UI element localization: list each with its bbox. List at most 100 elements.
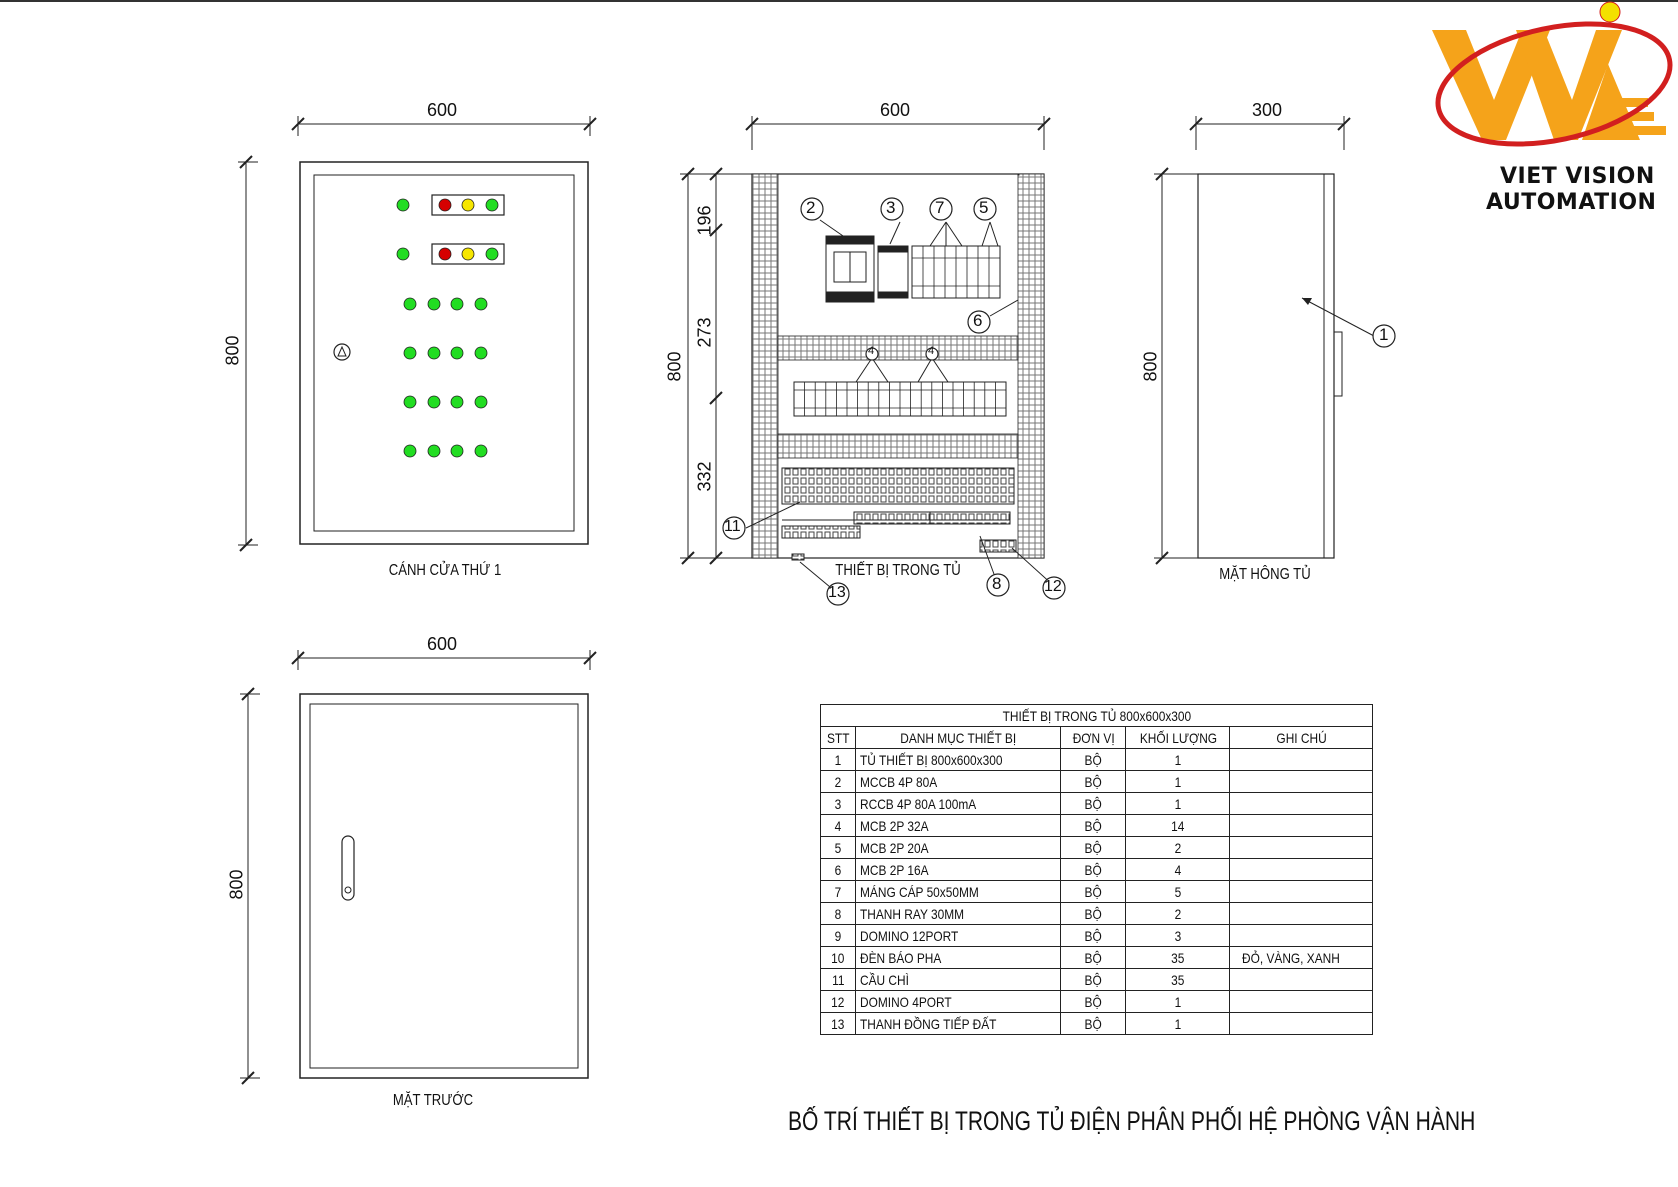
bom-cell-stt: 7 bbox=[819, 880, 857, 903]
indicator-lamp-green bbox=[474, 444, 488, 458]
bom-cell-stt: 8 bbox=[819, 902, 857, 925]
indicator-lamp-green bbox=[403, 395, 417, 409]
front-caption: MẶT TRƯỚC bbox=[392, 1092, 474, 1109]
bom-cell-unit: BỘ bbox=[1060, 924, 1127, 947]
bom-cell-note bbox=[1229, 990, 1373, 1013]
bom-cell-item: ĐÈN BÁO PHA bbox=[855, 946, 1062, 969]
door1-caption: CÁNH CỬA THỨ 1 bbox=[388, 562, 502, 579]
indicator-lamp-green bbox=[403, 297, 417, 311]
side-height-dim: 800 bbox=[1140, 351, 1161, 382]
bom-cell-item: TỦ THIẾT BỊ 800x600x300 bbox=[855, 748, 1062, 771]
callout-3: 3 bbox=[886, 198, 896, 217]
bom-cell-stt: 5 bbox=[819, 836, 857, 859]
bom-cell-item: RCCB 4P 80A 100mA bbox=[855, 792, 1062, 815]
bom-cell-note: ĐỎ, VÀNG, XANH bbox=[1229, 946, 1373, 969]
bom-cell-item: DOMINO 12PORT bbox=[855, 924, 1062, 947]
bom-cell-unit: BỘ bbox=[1060, 792, 1127, 815]
bom-cell-qty: 5 bbox=[1125, 880, 1231, 903]
bom-header-item: DANH MỤC THIẾT BỊ bbox=[855, 726, 1062, 749]
callout-1: 1 bbox=[1379, 325, 1389, 344]
bom-cell-item: THANH RAY 30MM bbox=[855, 902, 1062, 925]
internal-width-dim: 600 bbox=[880, 100, 911, 120]
internal-section-332: 332 bbox=[694, 461, 715, 492]
bom-cell-stt: 2 bbox=[819, 770, 857, 793]
indicator-lamp-green bbox=[427, 444, 441, 458]
bom-cell-note bbox=[1229, 748, 1373, 771]
bom-cell-stt: 1 bbox=[819, 748, 857, 771]
callout-11: 11 bbox=[724, 518, 741, 535]
side-caption: MẶT HÔNG TỦ bbox=[1219, 566, 1311, 583]
bom-cell-note bbox=[1229, 770, 1373, 793]
front-height-dim: 800 bbox=[226, 869, 247, 900]
door1-indicator-lamps bbox=[396, 198, 499, 458]
bom-cell-unit: BỘ bbox=[1060, 1012, 1127, 1035]
indicator-lamp-green bbox=[474, 395, 488, 409]
bom-cell-qty: 2 bbox=[1125, 902, 1231, 925]
bom-cell-item: THANH ĐỒNG TIẾP ĐẤT bbox=[855, 1012, 1062, 1035]
bom-cell-qty: 3 bbox=[1125, 924, 1231, 947]
indicator-lamp-green bbox=[427, 297, 441, 311]
bom-cell-stt: 12 bbox=[819, 990, 857, 1013]
bom-cell-stt: 10 bbox=[819, 946, 857, 969]
internal-section-196: 196 bbox=[694, 205, 715, 236]
indicator-lamp-green bbox=[450, 395, 464, 409]
side-view bbox=[1154, 116, 1351, 565]
bom-cell-item: MCB 2P 20A bbox=[855, 836, 1062, 859]
callout-8: 8 bbox=[992, 574, 1002, 593]
bom-cell-unit: BỘ bbox=[1060, 770, 1127, 793]
bom-cell-unit: BỘ bbox=[1060, 968, 1127, 991]
callout-13: 13 bbox=[828, 584, 846, 601]
viet-vision-logo bbox=[1432, 1, 1673, 147]
bom-cell-unit: BỘ bbox=[1060, 880, 1127, 903]
bom-cell-unit: BỘ bbox=[1060, 858, 1127, 881]
bom-cell-qty: 1 bbox=[1125, 770, 1231, 793]
bom-cell-qty: 4 bbox=[1125, 858, 1231, 881]
callout-5: 5 bbox=[979, 198, 989, 217]
indicator-lamp-green bbox=[427, 395, 441, 409]
bom-title-row: THIẾT BỊ TRONG TỦ 800x600x300 bbox=[820, 704, 1373, 727]
bom-cell-qty: 2 bbox=[1125, 836, 1231, 859]
bom-cell-note bbox=[1229, 880, 1373, 903]
logo-text-line1: VIET VISION bbox=[1500, 164, 1655, 189]
callout-4b: 4 bbox=[928, 345, 935, 357]
front-width-dim: 600 bbox=[427, 634, 458, 654]
drawing-title: BỐ TRÍ THIẾT BỊ TRONG TỦ ĐIỆN PHÂN PHỐI … bbox=[788, 1106, 1476, 1136]
side-width-dim: 300 bbox=[1252, 100, 1283, 120]
front-view bbox=[240, 650, 597, 1085]
indicator-lamp-green bbox=[474, 346, 488, 360]
bom-cell-qty: 35 bbox=[1125, 968, 1231, 991]
callout-circles bbox=[722, 197, 1396, 606]
indicator-lamp-green bbox=[403, 346, 417, 360]
bom-header-unit: ĐƠN VỊ bbox=[1060, 726, 1127, 749]
bom-cell-unit: BỘ bbox=[1060, 836, 1127, 859]
callout-2: 2 bbox=[806, 198, 816, 217]
bom-cell-unit: BỘ bbox=[1060, 946, 1127, 969]
bom-cell-item: CẦU CHÌ bbox=[855, 968, 1062, 991]
door1-view bbox=[238, 116, 597, 552]
indicator-lamp-green bbox=[450, 297, 464, 311]
bom-header-stt: STT bbox=[819, 726, 857, 749]
bom-cell-note bbox=[1229, 858, 1373, 881]
internal-section-273: 273 bbox=[694, 317, 715, 348]
bom-cell-qty: 1 bbox=[1125, 748, 1231, 771]
internal-caption: THIẾT BỊ TRONG TỦ bbox=[835, 562, 961, 579]
bom-cell-qty: 35 bbox=[1125, 946, 1231, 969]
bom-header-note: GHI CHÚ bbox=[1229, 726, 1373, 749]
bom-title: THIẾT BỊ TRONG TỦ 800x600x300 bbox=[820, 704, 1373, 727]
bom-cell-qty: 1 bbox=[1125, 792, 1231, 815]
bom-header-row: STT DANH MỤC THIẾT BỊ ĐƠN VỊ KHỐI LƯỢNG … bbox=[819, 726, 1373, 749]
bom-cell-note bbox=[1229, 924, 1373, 947]
door1-height-dim: 800 bbox=[222, 335, 243, 366]
bom-cell-unit: BỘ bbox=[1060, 748, 1127, 771]
bom-cell-note bbox=[1229, 792, 1373, 815]
bom-cell-stt: 13 bbox=[819, 1012, 857, 1035]
top-border-line bbox=[0, 0, 1678, 2]
logo-text-line2: AUTOMATION bbox=[1486, 190, 1657, 215]
